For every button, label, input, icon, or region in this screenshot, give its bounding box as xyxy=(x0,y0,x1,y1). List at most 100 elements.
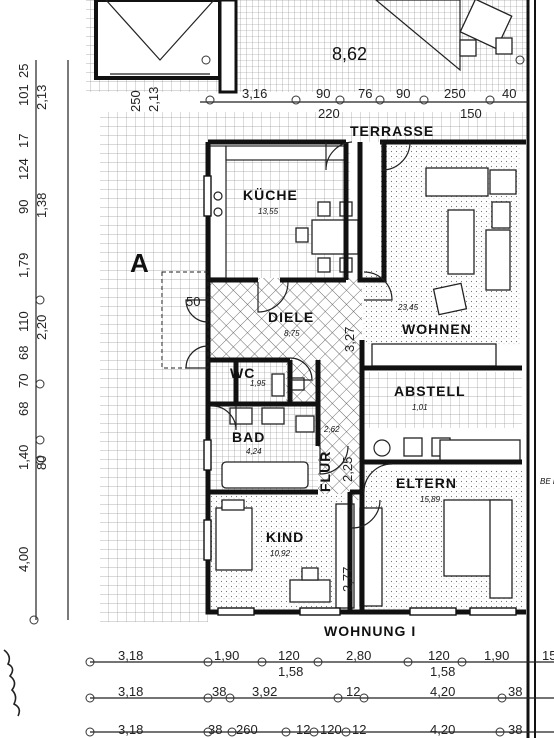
room-name-eltern: ELTERN xyxy=(396,475,457,491)
svg-text:2,13: 2,13 xyxy=(146,87,161,112)
svg-text:250: 250 xyxy=(128,90,143,112)
room-area-bad: 4,24 xyxy=(246,447,262,456)
svg-text:2,77: 2,77 xyxy=(340,567,355,592)
svg-text:15: 15 xyxy=(542,648,554,663)
desk xyxy=(289,579,331,603)
sofa xyxy=(425,167,489,197)
room-area-flur: 2,62 xyxy=(323,425,340,434)
flur-floor xyxy=(318,360,362,500)
room-name-wc: WC xyxy=(230,365,255,381)
svg-text:3,92: 3,92 xyxy=(252,684,277,699)
section-marker: A xyxy=(130,248,149,278)
svg-text:250: 250 xyxy=(444,86,466,101)
wohnung-label: WOHNUNG I xyxy=(324,623,416,639)
abstell-floor xyxy=(362,372,522,428)
interior-dimensions: 3,27 2,25 2,77 xyxy=(340,327,357,592)
svg-text:4,20: 4,20 xyxy=(430,684,455,699)
room-name-kind: KIND xyxy=(266,529,304,545)
room-area-kueche: 13,55 xyxy=(258,207,279,216)
room-area-eltern: 15,89 xyxy=(420,495,441,504)
svg-text:120: 120 xyxy=(320,722,342,737)
svg-text:1,90: 1,90 xyxy=(214,648,239,663)
svg-text:1,58: 1,58 xyxy=(430,664,455,679)
svg-text:4,20: 4,20 xyxy=(430,722,455,737)
svg-text:101: 101 xyxy=(16,84,31,106)
svg-text:80: 80 xyxy=(34,456,49,470)
windows xyxy=(203,175,517,616)
svg-text:260: 260 xyxy=(236,722,258,737)
svg-text:120: 120 xyxy=(278,648,300,663)
svg-text:2,25: 2,25 xyxy=(340,457,355,482)
bottom-dimension-row-1: 3,18 1,90 120 2,80 120 1,90 15 1,58 1,58 xyxy=(90,648,554,679)
svg-text:150: 150 xyxy=(460,106,482,121)
svg-text:1,79: 1,79 xyxy=(16,253,31,278)
terrace-area-left xyxy=(100,112,208,622)
bottom-dimension-row-3: 3,18 38 260 12 120 12 4,20 38 xyxy=(90,722,554,737)
room-area-wc: 1,95 xyxy=(250,379,266,388)
door-swings xyxy=(211,141,411,529)
svg-text:3,18: 3,18 xyxy=(118,648,143,663)
svg-text:38: 38 xyxy=(508,722,522,737)
svg-text:40: 40 xyxy=(502,86,516,101)
kitchen-table xyxy=(311,219,359,255)
bottom-dimension-row-2: 3,18 38 3,92 12 4,20 38 xyxy=(90,684,554,699)
svg-text:1,90: 1,90 xyxy=(484,648,509,663)
bathtub xyxy=(221,461,309,489)
svg-text:3,16: 3,16 xyxy=(242,86,267,101)
svg-text:220: 220 xyxy=(318,106,340,121)
svg-text:1,40: 1,40 xyxy=(16,445,31,470)
room-name-diele: DIELE xyxy=(268,309,314,325)
svg-text:76: 76 xyxy=(358,86,372,101)
room-name-terrasse: TERRASSE xyxy=(350,123,434,139)
diele-door-dim: 50 xyxy=(186,294,200,309)
svg-text:1,58: 1,58 xyxy=(278,664,303,679)
top-area-value: 8,62 xyxy=(332,44,367,64)
child-bed xyxy=(215,507,253,571)
svg-text:90: 90 xyxy=(16,200,31,214)
svg-text:68: 68 xyxy=(16,402,31,416)
room-area-wohnen: 23,45 xyxy=(397,303,419,312)
coffee-table xyxy=(447,209,475,275)
svg-text:70: 70 xyxy=(16,374,31,388)
top-dimension-row: 250 2,13 3,16 90 76 90 250 40 220 150 xyxy=(128,86,528,121)
svg-text:68: 68 xyxy=(16,346,31,360)
svg-text:4,00: 4,00 xyxy=(16,547,31,572)
room-area-abstell: 1,01 xyxy=(412,403,428,412)
svg-text:17: 17 xyxy=(16,134,31,148)
svg-text:3,18: 3,18 xyxy=(118,684,143,699)
svg-text:12: 12 xyxy=(352,722,366,737)
svg-text:90: 90 xyxy=(316,86,330,101)
room-name-wohnen: WOHNEN xyxy=(402,321,472,337)
room-area-kind: 10,92 xyxy=(270,549,291,558)
terrace-area-top xyxy=(208,112,528,142)
svg-text:25: 25 xyxy=(16,64,31,78)
svg-text:12: 12 xyxy=(296,722,310,737)
svg-text:110: 110 xyxy=(16,311,31,332)
left-dimension-column: 101 25 2,13 17 124 90 1,38 1,79 110 2,20… xyxy=(16,60,69,620)
svg-text:90: 90 xyxy=(396,86,410,101)
svg-text:2,13: 2,13 xyxy=(34,85,49,110)
upper-stair-box xyxy=(94,0,222,80)
planting-scribble xyxy=(3,649,21,717)
svg-text:124: 124 xyxy=(16,158,31,180)
side-label: BE LT xyxy=(540,477,554,486)
room-area-diele: 8,75 xyxy=(284,329,300,338)
room-name-bad: BAD xyxy=(232,429,265,445)
room-name-kueche: KÜCHE xyxy=(243,187,298,203)
armchair xyxy=(432,282,468,316)
svg-text:12: 12 xyxy=(346,684,360,699)
svg-text:3,18: 3,18 xyxy=(118,722,143,737)
entry-door xyxy=(161,271,209,369)
svg-text:3,27: 3,27 xyxy=(342,327,357,352)
room-name-abstell: ABSTELL xyxy=(394,383,466,399)
living-cabinet xyxy=(371,343,497,367)
svg-text:1,38: 1,38 xyxy=(34,193,49,218)
room-name-flur: FLUR xyxy=(317,451,333,492)
dimension-markers xyxy=(29,55,525,737)
svg-text:2,20: 2,20 xyxy=(34,315,49,340)
upper-table xyxy=(459,0,513,50)
svg-text:120: 120 xyxy=(428,648,450,663)
svg-text:38: 38 xyxy=(212,684,226,699)
svg-text:2,80: 2,80 xyxy=(346,648,371,663)
